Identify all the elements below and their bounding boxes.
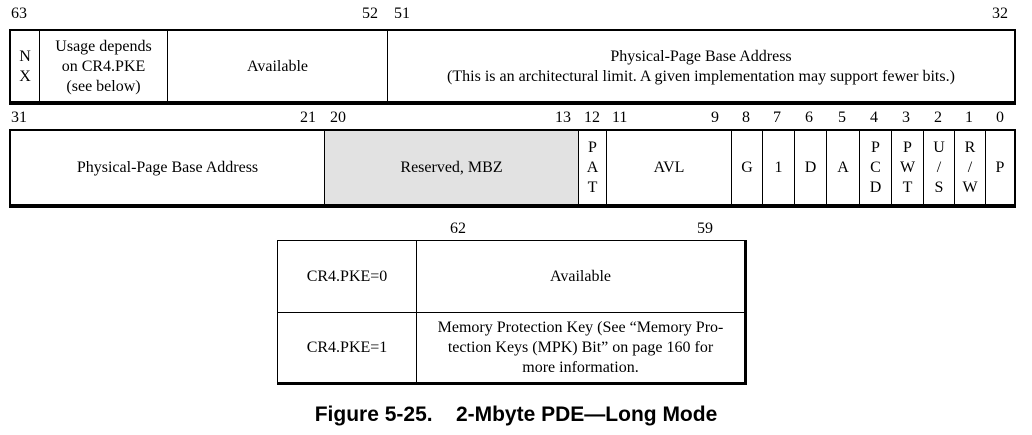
field-avl: AVL [653,159,685,176]
divider [39,31,40,102]
pke0-label: CR4.PKE=0 [306,268,388,285]
pke1-label: CR4.PKE=1 [306,339,388,356]
field-reserved-mbz: Reserved, MBZ [325,131,578,204]
divider [762,131,763,204]
field-base-note: (This is an architectural limit. A given… [447,67,955,85]
bit-0-label: 0 [996,109,1004,126]
bit-63-label: 63 [11,5,27,22]
field-ps: 1 [774,159,783,176]
field-pat: P A T [579,131,606,204]
bit-2-label: 2 [934,109,942,126]
bit-11-label: 11 [612,109,628,126]
field-g: G [741,159,753,176]
divider [731,131,732,204]
bit-1-label: 1 [965,109,973,126]
bit-59-label: 59 [697,220,713,237]
field-d: D [804,159,817,176]
field-p: P [995,159,1005,176]
field-nx-line2: X [19,67,31,85]
field-base-title: Physical-Page Base Address [610,47,792,65]
figure-number: Figure 5-25. [314,403,433,426]
bit-12-label: 12 [584,109,600,126]
divider [954,131,955,204]
divider [985,131,986,204]
divider [891,131,892,204]
field-us: U / S [924,131,954,204]
bit-21-label: 21 [300,109,316,126]
field-rw-line1: R [964,138,976,156]
figure-caption: Figure 5-25. 2-Mbyte PDE—Long Mode [0,403,1032,427]
divider [606,131,607,204]
figure-title: 2-Mbyte PDE—Long Mode [455,403,718,426]
field-pcd-line1: P [871,138,880,156]
field-pwt-line3: T [902,178,913,196]
divider [859,131,860,204]
field-pat-line1: P [588,138,597,156]
bit-20-label: 20 [330,109,346,126]
field-rw: R / W [955,131,985,204]
field-available-upper: Available [246,58,308,75]
field-pat-line2: A [586,158,599,176]
field-pwt-line2: W [899,158,916,176]
field-usage-line1: Usage depends [55,37,152,55]
divider [167,31,168,102]
field-pwt-line1: P [903,138,912,156]
field-nx: N X [11,31,39,102]
bit-31-label: 31 [11,109,27,126]
field-rw-line3: W [962,178,978,196]
divider [794,131,795,204]
field-usage-line2: on CR4.PKE [61,57,146,75]
field-us-line2: / [936,158,942,176]
pke0-value: Available [549,268,611,285]
divider [578,131,579,204]
divider [923,131,924,204]
field-a: A [837,159,849,176]
bit-32-label: 32 [992,5,1008,22]
field-us-line1: U [933,138,945,156]
bit-6-label: 6 [805,109,813,126]
bit-9-label: 9 [711,109,719,126]
pke1-value-line2: tection Keys (MPK) Bit” on page 160 for [447,338,714,356]
pke1-value-line3: more information. [522,358,639,376]
field-rw-line2: / [967,158,973,176]
field-pcd: P C D [860,131,891,204]
bit-8-label: 8 [742,109,750,126]
field-pcd-line3: D [869,178,882,196]
bit-7-label: 7 [773,109,781,126]
field-pwt: P W T [892,131,923,204]
field-pat-line3: T [587,178,598,196]
table-row-divider [278,312,744,313]
bit-3-label: 3 [902,109,910,126]
pke1-value: Memory Protection Key (See “Memory Pro- … [417,313,744,382]
divider [826,131,827,204]
field-us-line3: S [934,178,944,196]
bit-13-label: 13 [555,109,571,126]
bit-51-label: 51 [394,5,410,22]
bit-62-label: 62 [450,220,466,237]
field-usage: Usage depends on CR4.PKE (see below) [40,31,167,102]
divider [324,131,325,204]
bit-4-label: 4 [870,109,878,126]
field-usage-line3: (see below) [66,77,141,95]
field-pcd-line2: C [870,158,881,176]
field-physical-page-base-high: Physical-Page Base Address (This is an a… [388,31,1014,102]
field-nx-line1: N [19,47,31,65]
field-physical-page-base-low: Physical-Page Base Address [76,159,259,176]
upper-register-row [9,29,1016,105]
bit-52-label: 52 [362,5,378,22]
divider [387,31,388,102]
divider [416,241,417,382]
bit-5-label: 5 [838,109,846,126]
pke1-value-line1: Memory Protection Key (See “Memory Pro- [437,318,724,336]
